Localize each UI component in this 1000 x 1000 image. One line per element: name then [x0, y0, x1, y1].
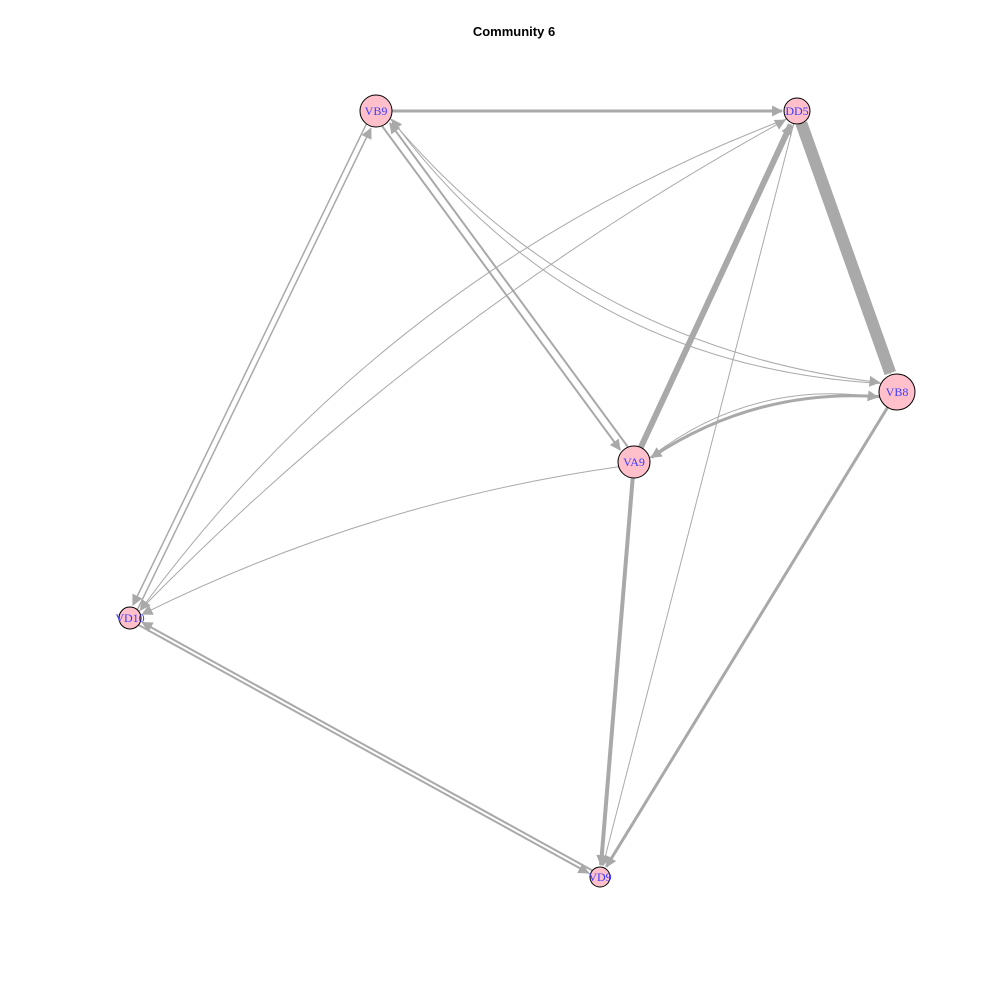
edge-va9-to-dd5 [638, 123, 794, 449]
edge-vb8-to-vb9 [391, 118, 882, 384]
node-label: VB8 [886, 385, 909, 399]
graph-title: Community 6 [473, 24, 555, 39]
node-vb9: VB9 [359, 94, 393, 128]
node-va9: VA9 [617, 445, 651, 479]
node-label: VB9 [365, 104, 388, 118]
edges-layer [132, 105, 896, 874]
edge-vb8-to-va9 [650, 394, 880, 459]
edge-vd10-to-dd5 [138, 119, 787, 612]
edge-vd10-to-vd9 [138, 624, 590, 874]
node-circle [359, 94, 393, 128]
edge-dd5-to-vd10 [139, 118, 787, 612]
edge-vd10-to-vb9 [136, 127, 372, 610]
edge-vb8-to-vd9 [604, 406, 889, 868]
node-circle [878, 373, 916, 411]
edge-dd5-to-vb8 [795, 121, 896, 376]
node-vb8: VB8 [878, 373, 916, 411]
edge-va9-to-vb8 [649, 390, 879, 459]
node-dd5: DD5 [783, 97, 811, 125]
node-vd9: VD9 [588, 866, 612, 888]
edge-vb9-to-vd10 [132, 123, 367, 606]
edge-vb9-to-vb8 [389, 118, 881, 387]
edge-vb9-to-va9 [381, 125, 621, 451]
node-label: VD9 [588, 870, 611, 884]
node-vd10: VD10 [115, 606, 145, 630]
node-circle [783, 97, 811, 125]
edge-va9-to-vd9 [596, 477, 635, 867]
edge-va9-to-vd10 [141, 466, 619, 615]
node-circle [617, 445, 651, 479]
edge-vd9-to-vd10 [141, 621, 593, 872]
edge-va9-to-vb9 [389, 122, 629, 448]
node-label: VD10 [115, 611, 144, 625]
node-circle [589, 866, 611, 888]
node-label: VA9 [623, 455, 645, 469]
node-circle [118, 606, 142, 630]
node-label: DD5 [785, 104, 808, 118]
edge-dd5-to-vd9 [600, 123, 795, 867]
